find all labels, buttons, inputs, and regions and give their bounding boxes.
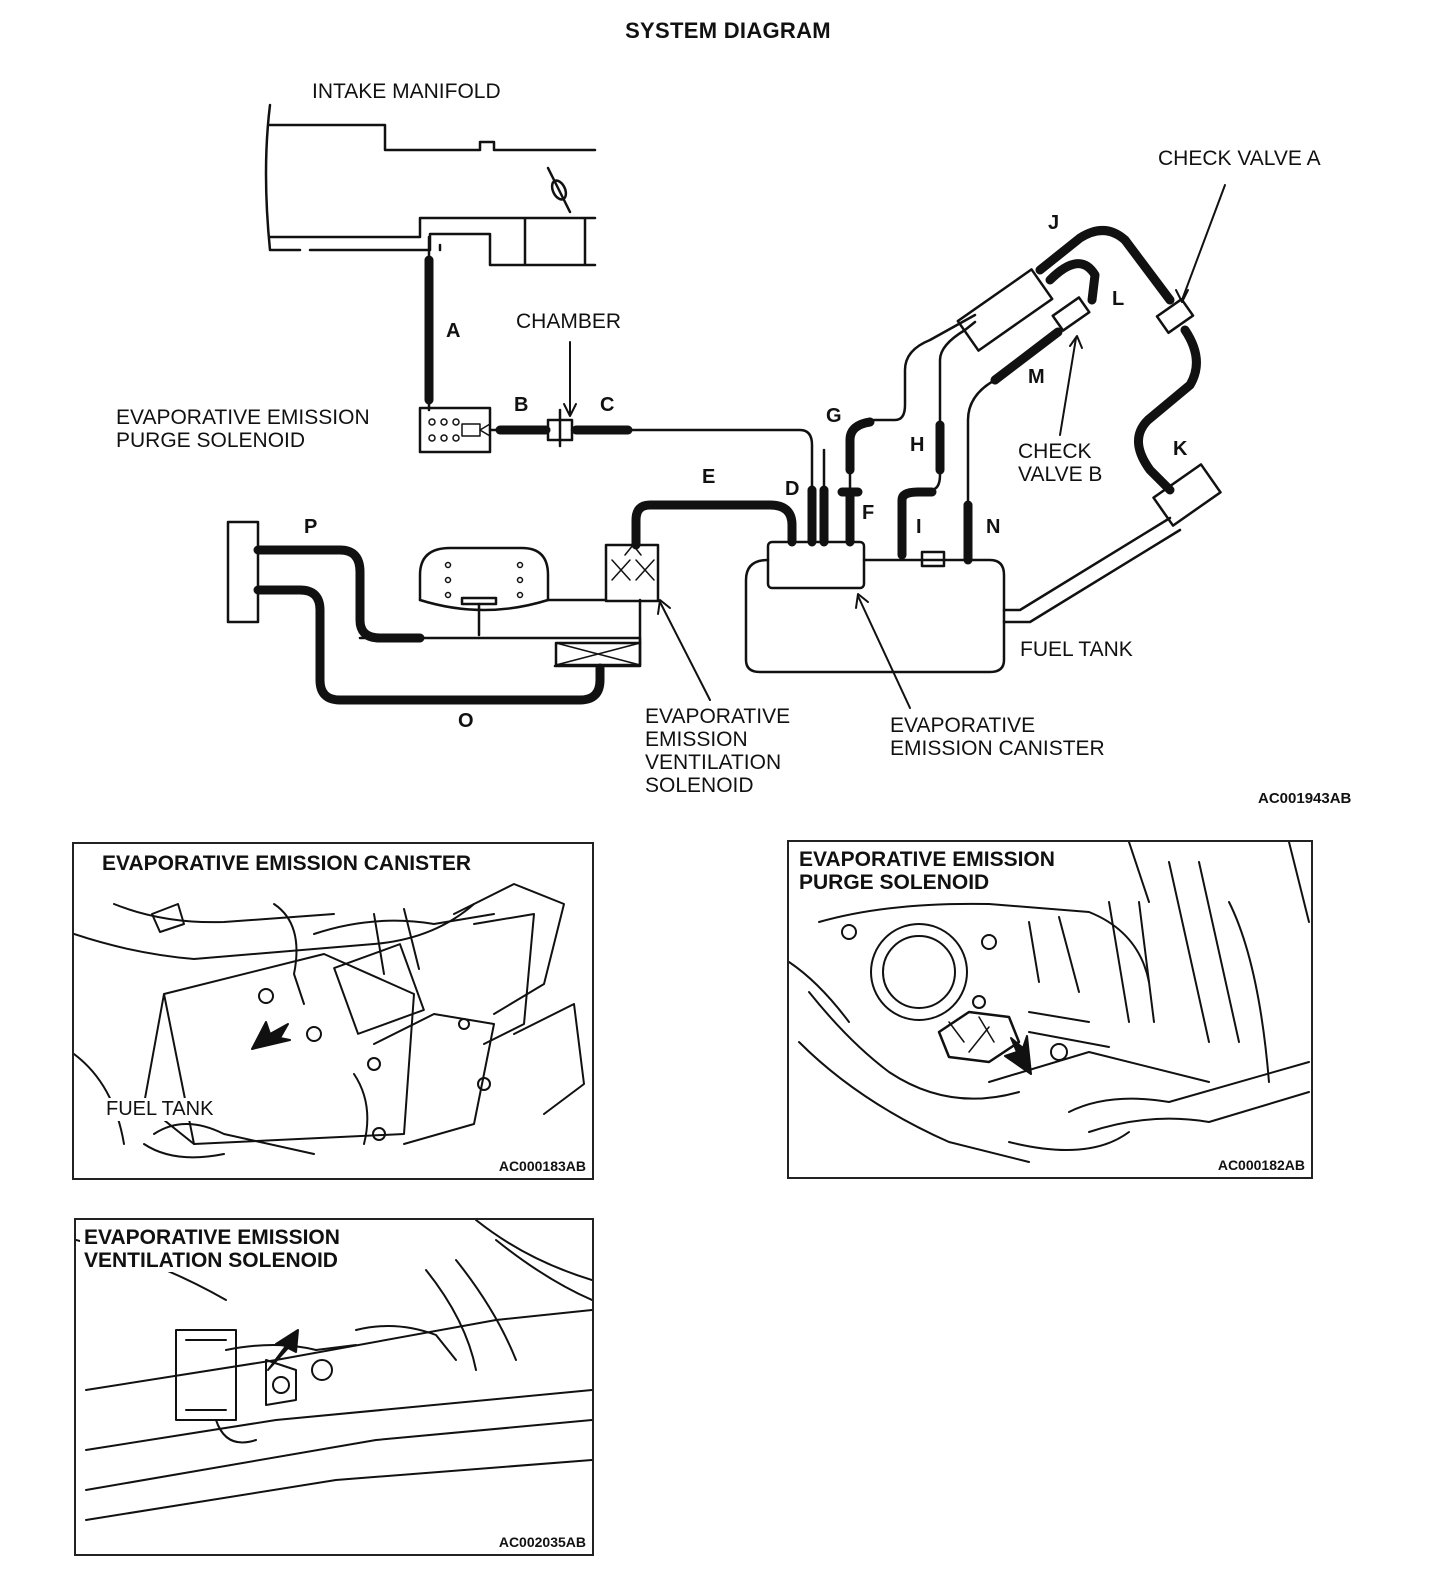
purge-solenoid-label: EVAPORATIVE EMISSION PURGE SOLENOID: [116, 406, 370, 452]
hose-letter-b: B: [514, 394, 529, 416]
hose-letter-j: J: [1048, 212, 1060, 234]
fuel-tank-icon: [744, 558, 1006, 674]
canister-illustration: [74, 883, 585, 1159]
canister-panel-fuel-tank-label: FUEL TANK: [104, 1098, 216, 1121]
filler-cap-icon: [1152, 463, 1222, 527]
canister-label: EVAPORATIVE EMISSION CANISTER: [890, 714, 1105, 760]
canister-photo-panel: EVAPORATIVE EMISSION CANISTER FUEL TANK …: [72, 842, 594, 1180]
hose-letter-f: F: [862, 502, 875, 524]
purge-photo-panel: EVAPORATIVE EMISSION PURGE SOLENOID AC00…: [787, 840, 1313, 1179]
intake-manifold-label: INTAKE MANIFOLD: [312, 80, 501, 103]
separator-icon: [956, 268, 1054, 352]
hose-letter-o: O: [458, 710, 474, 732]
diagram-code: AC001943AB: [1258, 790, 1352, 807]
check-valve-b-label: CHECK VALVE B: [1018, 440, 1103, 486]
purge-illustration: [789, 842, 1310, 1163]
ventilation-photo-panel: EVAPORATIVE EMISSION VENTILATION SOLENOI…: [74, 1218, 594, 1556]
pointer-arrow-icon: [1004, 1035, 1032, 1075]
check-valve-a-icon: [1155, 297, 1195, 335]
hose-letter-h: H: [910, 434, 925, 456]
check-valve-a-label: CHECK VALVE A: [1158, 147, 1321, 170]
pointer-arrow-icon: [267, 1329, 299, 1371]
ventilation-panel-title: EVAPORATIVE EMISSION VENTILATION SOLENOI…: [80, 1226, 344, 1272]
throttle-valve-icon: [546, 166, 572, 214]
air-cleaner-icon: [418, 546, 550, 602]
hose-letter-c: C: [600, 394, 615, 416]
fuel-tank-label: FUEL TANK: [1020, 638, 1133, 661]
hose-letter-i: I: [916, 516, 922, 538]
hose-letter-m: M: [1028, 366, 1045, 388]
hose-letter-g: G: [826, 405, 842, 427]
ventilation-panel-code: AC002035AB: [496, 1534, 588, 1550]
purge-panel-code: AC000182AB: [1215, 1157, 1307, 1173]
system-diagram: [226, 103, 1226, 709]
hose-letter-p: P: [304, 516, 318, 538]
canister-panel-code: AC000183AB: [496, 1158, 588, 1174]
pointer-arrow-icon: [251, 1021, 291, 1050]
throttle-body-icon: [226, 520, 260, 624]
ventilation-solenoid-label: EVAPORATIVE EMISSION VENTILATION SOLENOI…: [645, 705, 791, 797]
canister-panel-title: EVAPORATIVE EMISSION CANISTER: [98, 852, 476, 875]
hose-letter-e: E: [702, 466, 716, 488]
check-valve-b-icon: [1051, 296, 1091, 332]
ventilation-illustration: [76, 1220, 592, 1521]
page-title: SYSTEM DIAGRAM: [625, 18, 831, 43]
hose-letter-n: N: [986, 516, 1001, 538]
ventilation-solenoid-icon: [604, 543, 660, 603]
intake-manifold: [264, 103, 597, 267]
canister-icon: [766, 540, 866, 590]
purge-panel-title: EVAPORATIVE EMISSION PURGE SOLENOID: [795, 848, 1059, 894]
hose-letter-k: K: [1173, 438, 1188, 460]
chamber-label: CHAMBER: [516, 310, 622, 333]
hose-letter-a: A: [446, 320, 461, 342]
hose-letter-d: D: [785, 478, 800, 500]
hose-letter-l: L: [1112, 288, 1125, 310]
